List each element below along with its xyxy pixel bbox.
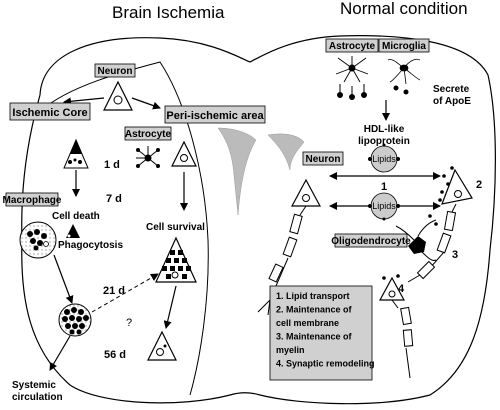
- ischemic-core-box: Ischemic Core: [9, 102, 91, 121]
- cell-death-label: Cell death: [52, 211, 100, 222]
- cell-survival-label: Cell survival: [146, 222, 205, 233]
- neuron-top-cell: [103, 80, 133, 111]
- svg-text:Neuron: Neuron: [306, 154, 341, 165]
- hdl-label-2: lipoprotein: [358, 136, 410, 147]
- arrow-to-systemic: [49, 335, 71, 371]
- svg-text:Oligodendrocyte: Oligodendrocyte: [331, 236, 411, 247]
- microglia-box: Microglia: [378, 38, 430, 53]
- num-3: 3: [452, 249, 458, 261]
- systemic-label-1: Systemic: [12, 380, 56, 391]
- neuron-far-right: [438, 166, 473, 205]
- arrow-survival-down: [163, 285, 177, 329]
- legend-item: myelin: [276, 345, 305, 355]
- svg-text:Neuron: Neuron: [98, 66, 133, 77]
- legend-item: 2. Maintenance of: [276, 305, 353, 315]
- svg-text:Astrocyte: Astrocyte: [329, 41, 376, 52]
- svg-text:Microglia: Microglia: [382, 41, 426, 52]
- legend-item: 3. Maintenance of: [276, 332, 353, 342]
- core-neuron-1: [63, 138, 89, 169]
- macrophage-cell: [19, 221, 57, 259]
- neuron-right-cell: [290, 178, 322, 207]
- arrow-to-peri: [131, 97, 161, 110]
- arrow-to-core: [63, 97, 105, 106]
- microglia-secretions: [393, 85, 409, 95]
- legend-item: 1. Lipid transport: [276, 291, 350, 301]
- oligodendrocyte-box: Oligodendrocyte: [331, 233, 411, 248]
- foam-macrophage: [58, 303, 92, 337]
- ventricle-left: [217, 127, 257, 216]
- astrocyte-left-box: Astrocyte: [124, 126, 172, 141]
- num-4: 4: [398, 283, 405, 295]
- peri-neuron-3: [147, 330, 177, 361]
- left-title: Brain Ischemia: [112, 3, 225, 22]
- num-1: 1: [381, 181, 387, 193]
- svg-text:Lipids: Lipids: [372, 201, 396, 211]
- dashed-arrow: [91, 273, 159, 313]
- num-2: 2: [476, 179, 482, 191]
- lipids-particle-bottom: Lipids: [368, 192, 400, 221]
- core-neuron-2: [66, 224, 80, 238]
- legend-box: 1. Lipid transport 2. Maintenance of cell…: [269, 285, 375, 381]
- svg-text:Lipids: Lipids: [372, 154, 396, 164]
- neuron-far-right-axon: [407, 203, 457, 283]
- astrocyte-secretions: [337, 84, 367, 100]
- question-mark: ?: [126, 317, 132, 329]
- synapse-axon: [391, 299, 414, 379]
- astrocyte-right-icon: [335, 56, 369, 83]
- svg-text:Astrocyte: Astrocyte: [125, 129, 172, 140]
- lipids-particle-top: Lipids: [368, 143, 400, 173]
- day-1: 1 d: [104, 159, 120, 171]
- neuron-right-box: Neuron: [302, 151, 344, 166]
- phagocytosis-label: Phagocytosis: [58, 240, 123, 251]
- peri-neuron-2: [155, 236, 197, 283]
- systemic-label-2: circulation: [12, 392, 63, 403]
- neuron-top-box: Neuron: [94, 63, 136, 78]
- macrophage-box: Macrophage: [3, 192, 62, 207]
- microglia-icon: [387, 58, 421, 85]
- ischemic-region-outline: [41, 61, 209, 396]
- astrocyte-left-icon: [136, 146, 160, 168]
- svg-text:Peri-ischemic area: Peri-ischemic area: [166, 110, 264, 122]
- arrow-macrophage-down: [53, 254, 74, 304]
- ventricle-right: [267, 133, 305, 171]
- legend-item: 4. Synaptic remodeling: [276, 359, 375, 369]
- peri-ischemic-box: Peri-ischemic area: [164, 105, 266, 124]
- hdl-label-1: HDL-like: [364, 124, 405, 135]
- right-title: Normal condition: [340, 0, 468, 18]
- day-21: 21 d: [103, 285, 125, 297]
- secrete-label-1: Secrete: [433, 84, 470, 95]
- oligodendrocyte-cell: [395, 214, 438, 261]
- astrocyte-right-box: Astrocyte: [325, 38, 379, 53]
- brain-outline: [21, 35, 496, 405]
- day-7: 7 d: [106, 193, 122, 205]
- svg-text:Macrophage: Macrophage: [3, 195, 62, 206]
- legend-item: cell membrane: [276, 318, 339, 328]
- secrete-label-2: of ApoE: [433, 96, 471, 107]
- svg-text:Ischemic Core: Ischemic Core: [12, 107, 87, 119]
- day-56: 56 d: [104, 349, 126, 361]
- peri-neuron-1: [171, 140, 197, 167]
